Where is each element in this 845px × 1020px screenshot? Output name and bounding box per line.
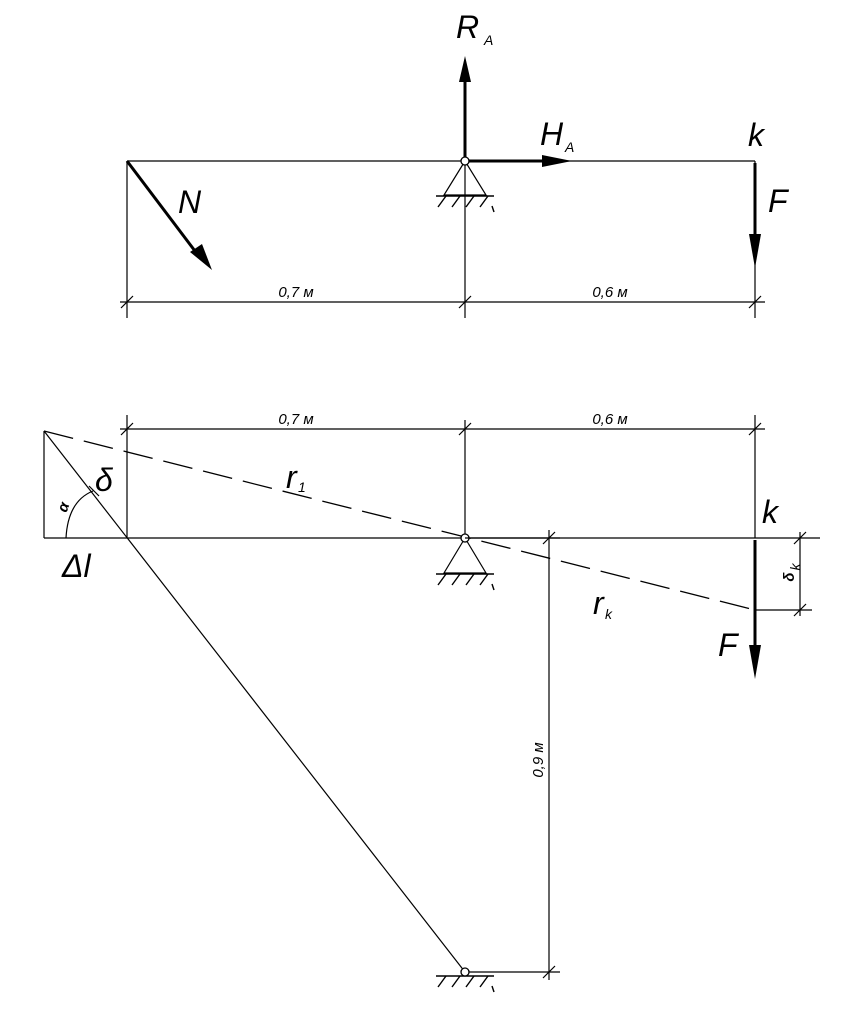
deformed-beam-line xyxy=(43,430,756,611)
radius-r1-subscript: 1 xyxy=(298,479,306,495)
point-k-label: k xyxy=(748,117,766,153)
top-dim-right-label: 0,6 м xyxy=(592,284,627,301)
top-dim-tick xyxy=(748,295,762,309)
reaction-ra-subscript: A xyxy=(483,32,493,48)
top-dim-left-label: 0,7 м xyxy=(278,284,313,301)
reaction-ha-subscript: A xyxy=(564,139,574,155)
reaction-ra-label: R xyxy=(456,9,479,45)
load-f-arrow xyxy=(749,163,761,268)
top-figure: 0,7 м 0,6 м R A H A xyxy=(120,9,790,318)
bottom-load-f-label: F xyxy=(718,627,740,663)
angle-alpha-arc xyxy=(65,490,94,539)
rod-ground-support xyxy=(436,967,495,993)
bottom-load-f-arrow xyxy=(749,540,761,679)
delta-k-tick xyxy=(793,531,807,545)
radius-rk-label: r xyxy=(593,585,605,621)
radius-r1-label: r xyxy=(286,459,298,495)
bottom-point-k-label: k xyxy=(762,494,780,530)
reaction-ra-arrow xyxy=(459,56,471,157)
vertical-dim-label: 0,9 м xyxy=(530,742,547,777)
vertical-dim-tick xyxy=(542,965,556,979)
bottom-dim-left-label: 0,7 м xyxy=(278,411,313,428)
radius-rk-subscript: k xyxy=(605,606,613,622)
bottom-dim-right-label: 0,6 м xyxy=(592,411,627,428)
rod-force-n-arrow xyxy=(125,160,212,270)
vertical-dim-tick xyxy=(542,531,556,545)
reaction-ha-arrow xyxy=(469,155,572,167)
delta-k-subscript: k xyxy=(787,563,803,571)
delta-l-label: Δl xyxy=(61,548,91,584)
bottom-figure: 0,7 м 0,6 м α δ Δl r 1 r k xyxy=(43,411,820,993)
angle-alpha-tick xyxy=(88,485,100,497)
load-f-label: F xyxy=(768,183,790,219)
angle-alpha-label: α xyxy=(54,499,73,514)
reaction-ha-label: H xyxy=(540,116,564,152)
delta-k-label: δ xyxy=(781,572,798,582)
rod-force-n-label: N xyxy=(178,184,202,220)
delta-label: δ xyxy=(95,462,114,498)
delta-k-tick xyxy=(793,603,807,617)
top-dim-tick xyxy=(458,295,472,309)
top-dim-tick xyxy=(120,295,134,309)
rod-line xyxy=(43,430,466,973)
